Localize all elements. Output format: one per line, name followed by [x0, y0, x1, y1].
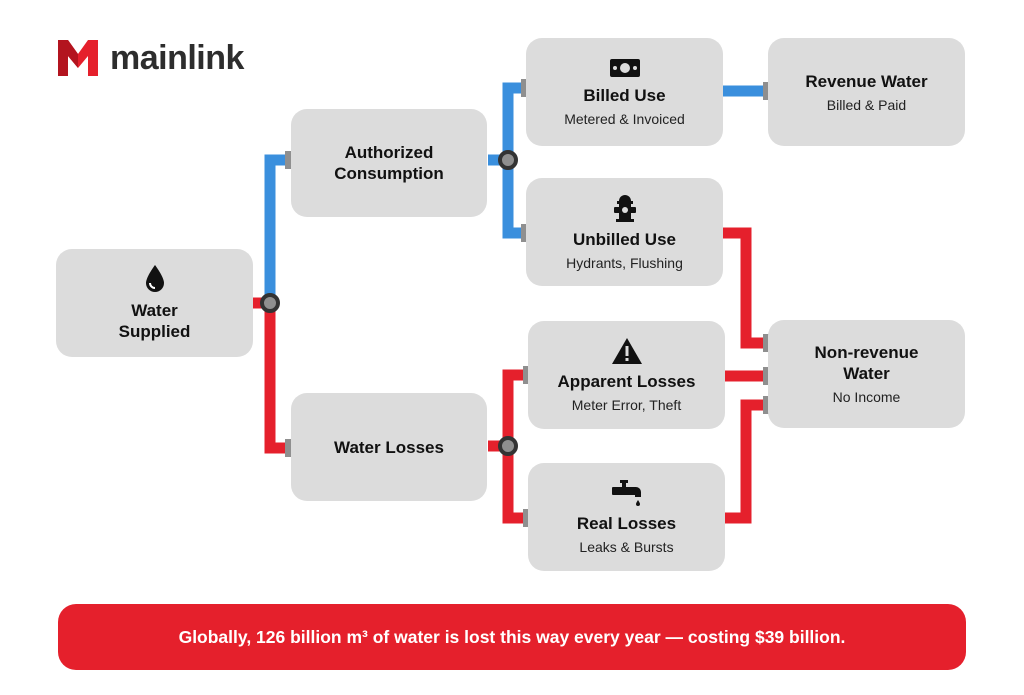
pipe-authorized-to-billed: [488, 82, 526, 166]
node-revenue-water: Revenue Water Billed & Paid: [768, 38, 965, 146]
junction-valve: [498, 436, 518, 456]
warning-icon: [611, 337, 642, 364]
node-title: Billed Use: [583, 85, 666, 105]
junction-valve: [260, 293, 280, 313]
node-real-losses: Real Losses Leaks & Bursts: [528, 463, 725, 571]
node-title: Water Supplied: [118, 301, 191, 341]
connector: [521, 79, 527, 97]
node-subtitle: No Income: [832, 389, 901, 405]
node-title: Apparent Losses: [557, 371, 696, 391]
connector: [763, 396, 769, 414]
node-water-supplied: Water Supplied: [56, 249, 253, 357]
water-drop-icon: [145, 265, 164, 292]
node-water-losses: Water Losses: [291, 393, 487, 501]
connector: [285, 151, 291, 169]
faucet-icon: [611, 479, 641, 506]
logo-mark-icon: [58, 40, 98, 76]
node-subtitle: Meter Error, Theft: [571, 396, 682, 413]
node-title: Unbilled Use: [573, 229, 676, 249]
banner-text: Globally, 126 billion m³ of water is los…: [178, 626, 846, 647]
node-authorized-consumption: Authorized Consumption: [291, 109, 487, 217]
connector: [523, 509, 529, 527]
pipe-losses-to-apparent: [488, 369, 528, 452]
connector: [521, 224, 527, 242]
money-icon: [609, 58, 640, 77]
node-subtitle: Metered & Invoiced: [564, 110, 685, 127]
node-subtitle: Leaks & Bursts: [579, 538, 674, 555]
pipe-supplied-to-losses: [252, 297, 290, 454]
pipe-supplied-to-authorized: [264, 154, 290, 300]
connector: [763, 334, 769, 352]
node-subtitle: Hydrants, Flushing: [566, 254, 683, 271]
hydrant-icon: [613, 194, 636, 222]
brand-name: mainlink: [110, 38, 244, 77]
node-title: Real Losses: [576, 513, 677, 533]
node-unbilled-use: Unbilled Use Hydrants, Flushing: [526, 178, 723, 286]
pipe-authorized-to-unbilled: [502, 160, 526, 239]
node-apparent-losses: Apparent Losses Meter Error, Theft: [528, 321, 725, 429]
node-title: Non-revenue Water: [814, 343, 919, 383]
summary-banner: Globally, 126 billion m³ of water is los…: [58, 604, 966, 670]
junction-valve: [498, 150, 518, 170]
connector: [285, 439, 291, 457]
node-title: Authorized Consumption: [334, 143, 444, 183]
pipe-losses-to-real: [502, 446, 528, 524]
connector: [763, 367, 769, 385]
node-billed-use: Billed Use Metered & Invoiced: [526, 38, 723, 146]
pipe-unbilled-to-nonrevenue: [723, 227, 768, 349]
node-title: Revenue Water: [805, 71, 928, 91]
connector: [763, 82, 769, 100]
connector: [523, 366, 529, 384]
logo: mainlink: [56, 36, 244, 80]
pipe-real-to-nonrevenue: [725, 399, 768, 524]
node-subtitle: Billed & Paid: [826, 96, 907, 113]
node-non-revenue-water: Non-revenue Water No Income: [768, 320, 965, 428]
node-title: Water Losses: [334, 437, 444, 457]
